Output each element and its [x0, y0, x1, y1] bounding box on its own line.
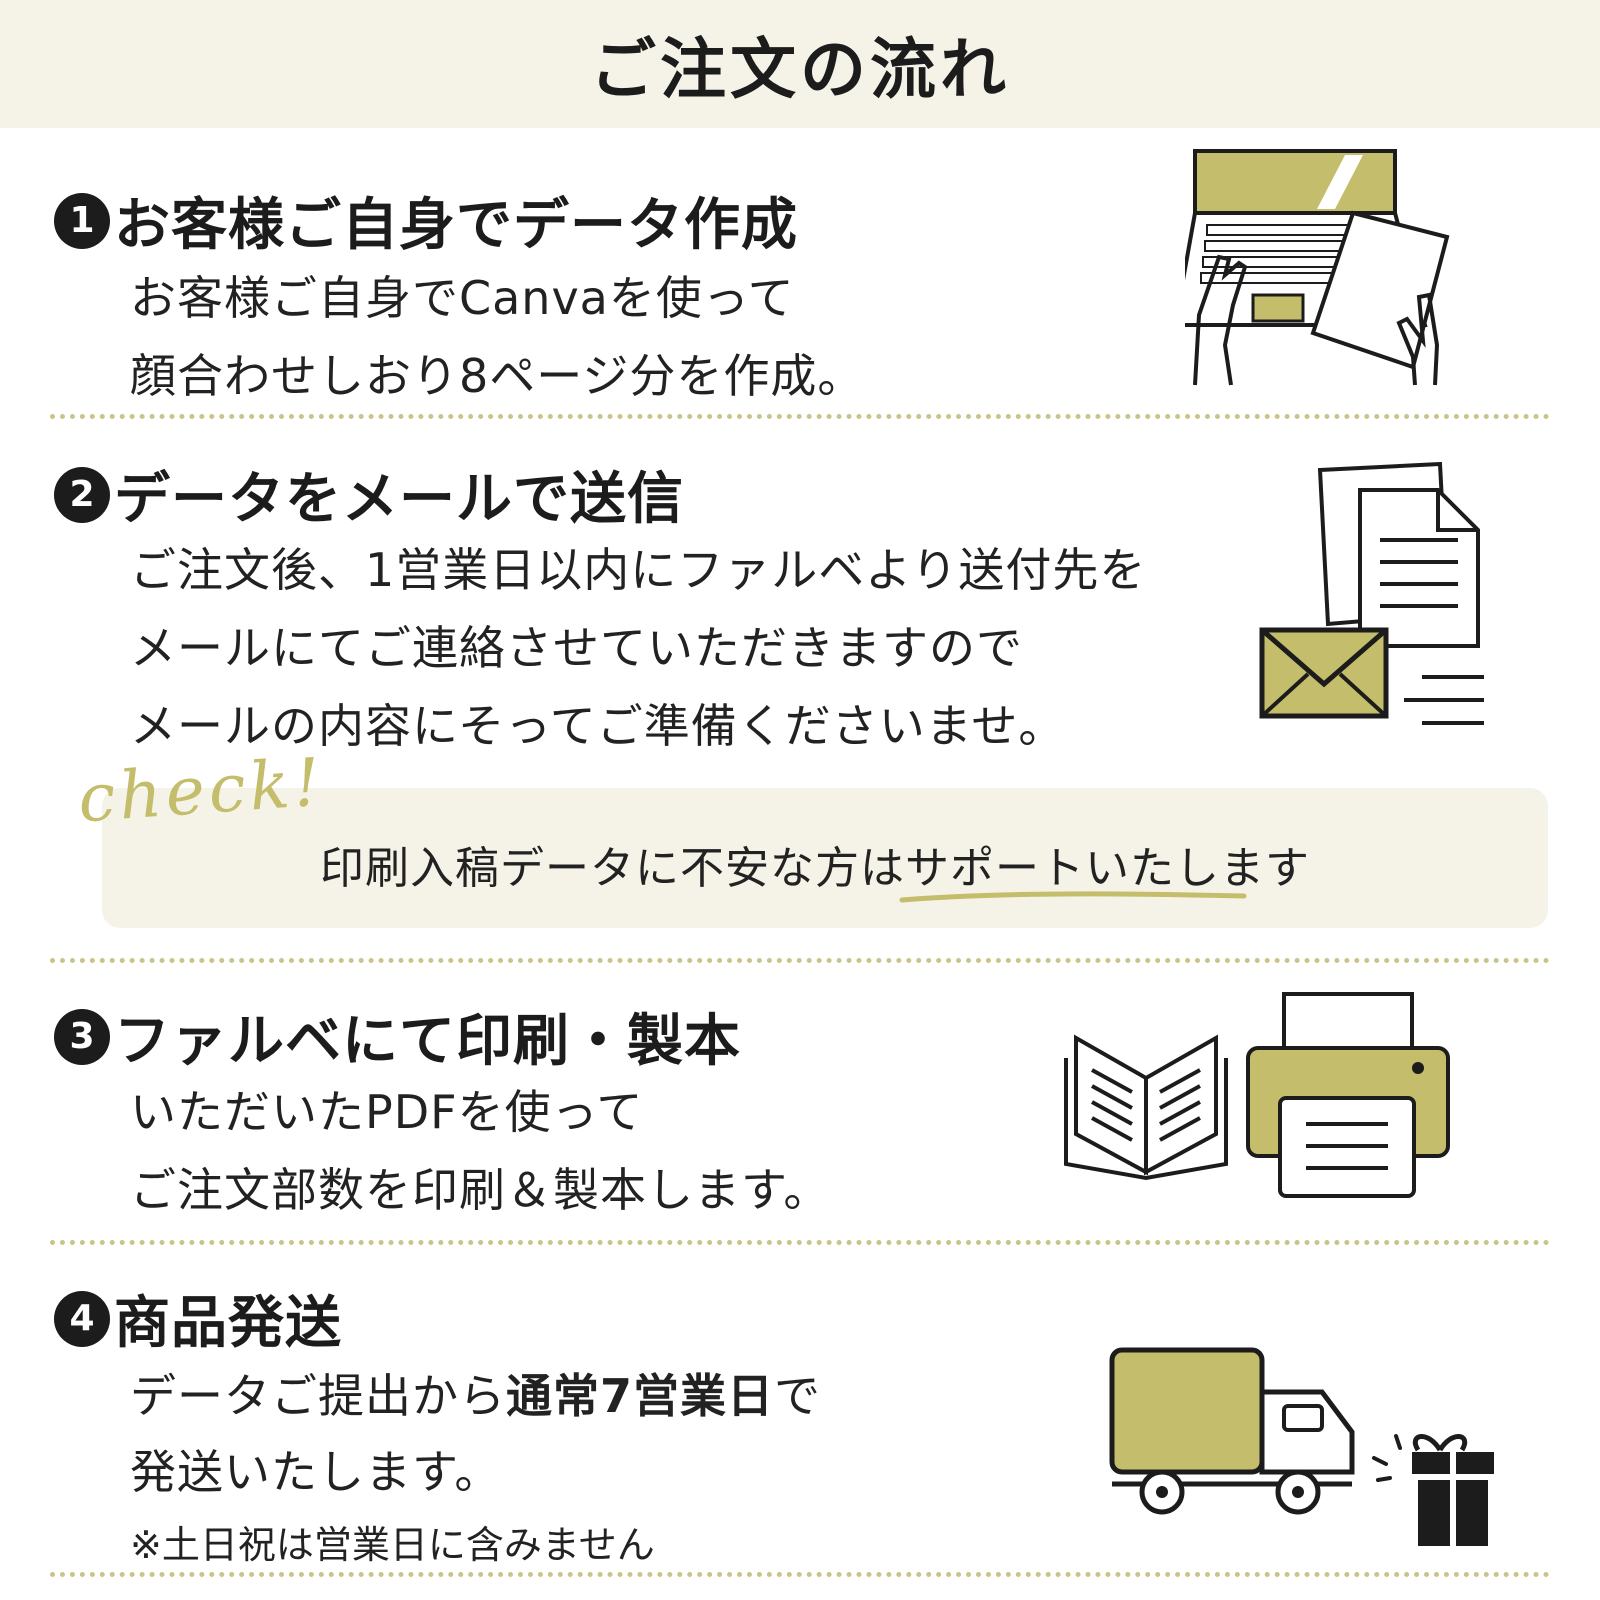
step-3-line-1: いただいたPDFを使って — [130, 1085, 644, 1139]
step-2-line-1: ご注文後、1営業日以内にファルベより送付先を — [130, 543, 1147, 597]
step-2-title: データをメールで送信 — [114, 467, 684, 532]
step-2-line-3: メールの内容にそってご準備くださいませ。 — [130, 699, 1066, 753]
check-callout — [102, 788, 1548, 928]
step-3-heading: 3 ファルベにて印刷・製本 — [54, 996, 741, 1077]
step-3-title: ファルベにて印刷・製本 — [114, 1009, 741, 1074]
step-1-line-2: 顔合わせしおり8ページ分を作成。 — [130, 349, 865, 403]
step-2-number: 2 — [54, 466, 110, 523]
gift-box-icon — [1372, 1434, 1494, 1546]
check-underline — [899, 891, 1247, 903]
step-4-title: 商品発送 — [114, 1291, 342, 1356]
delivery-truck-icon — [1109, 1347, 1355, 1515]
step-1-number: 1 — [54, 192, 110, 249]
divider-3 — [50, 1240, 1550, 1245]
step-4-line-1-pre: データご提出から — [130, 1369, 506, 1423]
step-4-line-2: 発送いたします。 — [130, 1445, 502, 1499]
step-4-heading: 4 商品発送 — [54, 1278, 342, 1359]
printer-icon — [1246, 992, 1450, 1198]
step-4-line-1-bold: 通常7営業日 — [506, 1369, 775, 1423]
step-2-heading: 2 データをメールで送信 — [54, 454, 684, 535]
step-1-line-1: お客様ご自身でCanvaを使って — [130, 271, 795, 325]
step-4-number: 4 — [54, 1290, 110, 1347]
open-book-icon — [1064, 1034, 1228, 1181]
divider-1 — [50, 414, 1550, 419]
divider-4 — [50, 1572, 1550, 1577]
step-2-line-2: メールにてご連絡させていただきますので — [130, 621, 1023, 675]
step-1-heading: 1 お客様ご自身でデータ作成 — [54, 180, 798, 261]
step-3-number: 3 — [54, 1008, 110, 1065]
documents-envelope-icon — [1259, 462, 1484, 725]
divider-2 — [50, 958, 1550, 963]
step-3-line-2: ご注文部数を印刷＆製本します。 — [130, 1163, 831, 1217]
step-4-note: ※土日祝は営業日に含みません — [130, 1523, 655, 1567]
step-4-line-1: データご提出から通常7営業日で — [130, 1360, 821, 1426]
laptop-hands-icon — [1185, 149, 1450, 386]
page-title: ご注文の流れ — [590, 31, 1010, 108]
page-header: ご注文の流れ — [0, 0, 1600, 128]
check-text: 印刷入稿データに不安な方はサポートいたします — [320, 843, 1310, 894]
step-1-title: お客様ご自身でデータ作成 — [114, 193, 798, 258]
step-4-line-1-post: で — [774, 1369, 822, 1423]
